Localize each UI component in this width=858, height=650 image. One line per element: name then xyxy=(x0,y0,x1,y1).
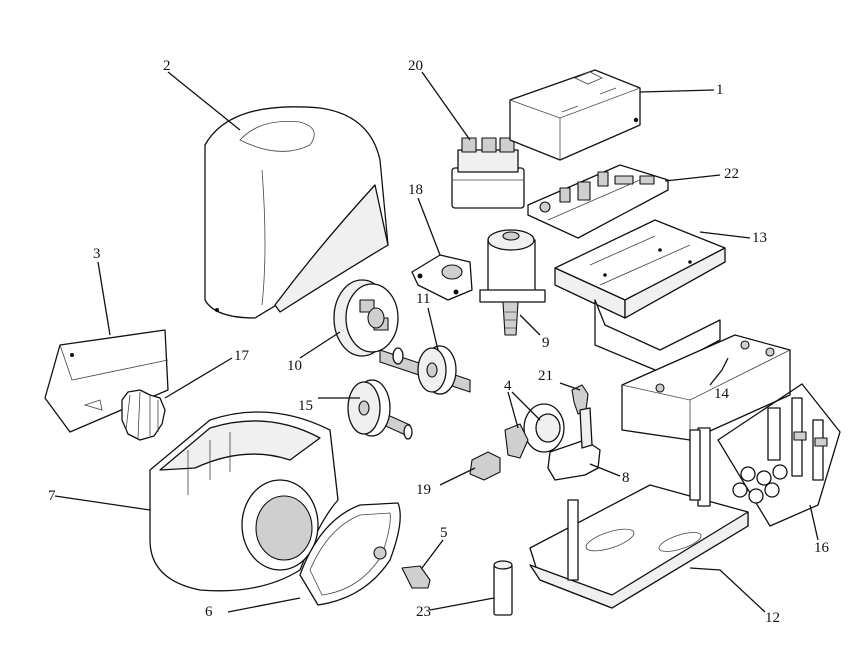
part-motor xyxy=(479,229,546,336)
label-1: 1 xyxy=(716,82,724,98)
label-12: 12 xyxy=(765,610,780,626)
leader-19 xyxy=(439,467,476,486)
leader-9 xyxy=(519,314,541,336)
part-gearbox-housing xyxy=(149,411,339,592)
part-release-mechanism xyxy=(504,403,565,459)
part-screw xyxy=(401,565,431,589)
leader-13 xyxy=(699,231,751,239)
label-6: 6 xyxy=(205,604,213,620)
leader-2 xyxy=(167,71,241,131)
label-17: 17 xyxy=(234,348,250,364)
leader-12 xyxy=(689,567,766,613)
part-labels: 2 20 1 22 13 18 3 17 10 11 9 15 4 21 14 … xyxy=(48,58,830,626)
part-cover-plate xyxy=(299,502,401,606)
label-21: 21 xyxy=(538,368,553,384)
label-5: 5 xyxy=(440,525,448,541)
part-gear-shaft-11 xyxy=(379,345,471,395)
leader-1 xyxy=(639,89,715,93)
part-pinion-gear xyxy=(121,389,166,441)
label-3: 3 xyxy=(93,246,101,262)
label-23: 23 xyxy=(416,604,431,620)
leader-3 xyxy=(97,261,111,336)
label-15: 15 xyxy=(298,398,313,414)
leader-10 xyxy=(299,331,341,359)
part-base-bracket xyxy=(554,219,726,373)
part-hardware-kit xyxy=(717,383,841,527)
part-pin xyxy=(493,560,513,616)
part-cover xyxy=(204,106,389,319)
label-11: 11 xyxy=(416,291,430,307)
leader-22 xyxy=(664,174,721,182)
leader-5 xyxy=(421,539,444,569)
leader-17 xyxy=(164,357,233,399)
leader-7 xyxy=(54,495,151,511)
label-8: 8 xyxy=(622,470,630,486)
part-gear-shaft-15 xyxy=(347,379,413,440)
part-circuit-board xyxy=(527,164,669,239)
part-small-bracket xyxy=(469,451,501,481)
leader-16 xyxy=(809,504,819,541)
label-10: 10 xyxy=(287,358,302,374)
leader-lines xyxy=(54,71,819,613)
label-20: 20 xyxy=(408,58,423,74)
label-2: 2 xyxy=(163,58,171,74)
label-18: 18 xyxy=(408,182,423,198)
label-19: 19 xyxy=(416,482,431,498)
part-release-lever xyxy=(547,407,601,481)
part-electronics-cover xyxy=(509,69,641,161)
leader-23 xyxy=(429,597,495,611)
part-transformer xyxy=(451,137,525,209)
leader-18 xyxy=(417,197,441,256)
label-16: 16 xyxy=(814,540,830,556)
label-22: 22 xyxy=(724,166,739,182)
leader-14 xyxy=(709,357,729,386)
part-side-cover xyxy=(44,329,169,433)
part-clutch-hub xyxy=(333,279,399,357)
label-9: 9 xyxy=(542,335,550,351)
leader-20 xyxy=(421,71,471,141)
label-14: 14 xyxy=(714,386,730,402)
part-mounting-plate xyxy=(529,427,749,609)
part-limit-block xyxy=(621,334,791,441)
leader-11 xyxy=(427,307,439,351)
label-13: 13 xyxy=(752,230,767,246)
leader-6 xyxy=(227,597,301,613)
label-7: 7 xyxy=(48,488,56,504)
leader-8 xyxy=(589,463,621,477)
leader-4 xyxy=(507,391,541,429)
label-4: 4 xyxy=(504,378,512,394)
leader-21 xyxy=(559,382,581,391)
